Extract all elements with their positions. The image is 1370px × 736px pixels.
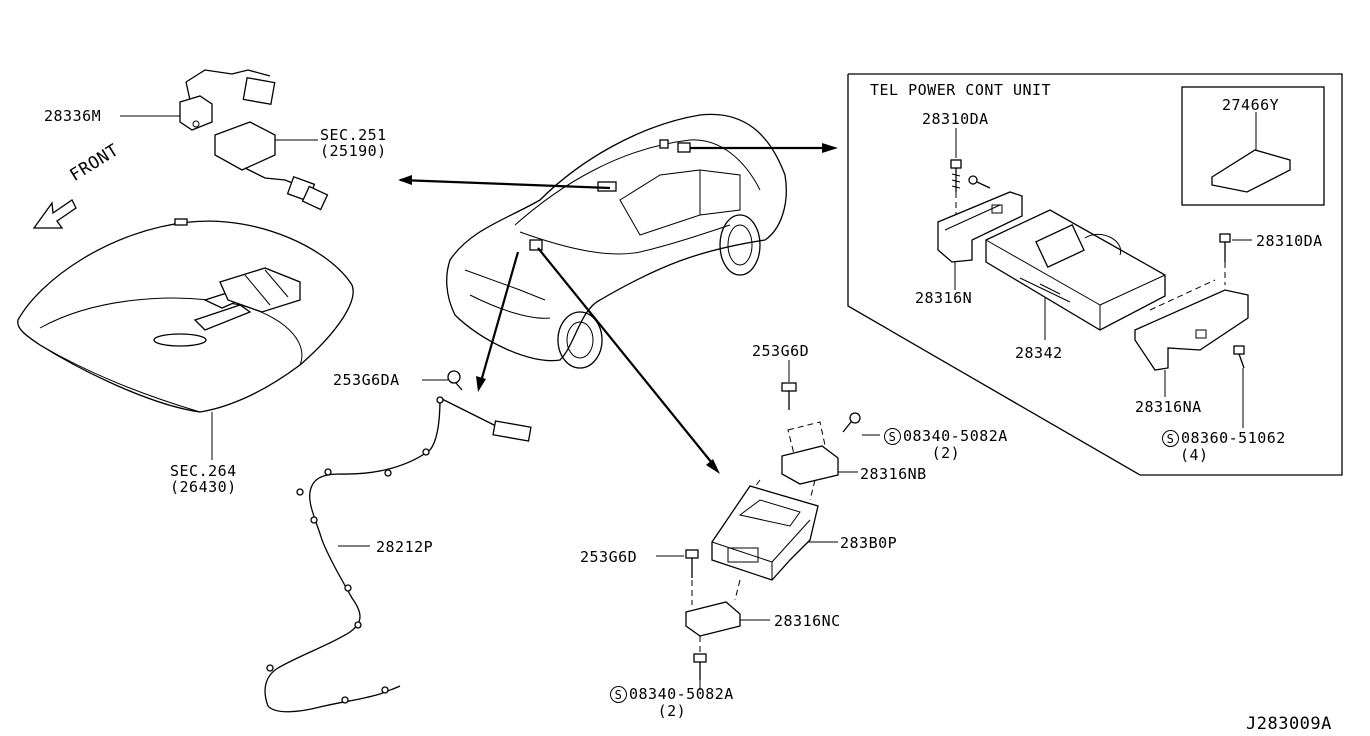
label-283b0p: 283B0P xyxy=(840,534,898,552)
sensor-sec251 xyxy=(214,121,329,211)
label-28342: 28342 xyxy=(1015,344,1063,362)
vehicle-outline xyxy=(446,113,787,369)
screw-small-icon xyxy=(968,175,991,189)
label-08360-text: 08360-51062 xyxy=(1181,429,1286,447)
label-sec264-text: SEC.264 xyxy=(170,462,237,480)
label-253g6da: 253G6DA xyxy=(333,371,400,389)
inset-27466y-box xyxy=(1181,86,1325,206)
screw-253g6d-bottom-icon xyxy=(685,549,699,578)
screw-08340-top-icon xyxy=(842,412,861,433)
label-253g6d-bottom: 253G6D xyxy=(580,548,638,566)
label-28310da-top: 28310DA xyxy=(922,110,989,128)
label-253g6d-top: 253G6D xyxy=(752,342,810,360)
label-sec251-text: SEC.251 xyxy=(320,126,387,144)
label-28310da-right: 28310DA xyxy=(1256,232,1323,250)
label-28316na: 28316NA xyxy=(1135,398,1202,416)
overhead-console-sec264 xyxy=(17,218,354,413)
screw-symbol-icon: S xyxy=(1162,430,1179,447)
front-arrow-icon xyxy=(32,199,77,229)
label-sec251: SEC.251 (25190) xyxy=(320,127,387,159)
screw-symbol-icon: S xyxy=(610,686,627,703)
bracket-28316nc xyxy=(685,601,741,637)
bracket-28316n xyxy=(937,191,1023,263)
label-sec264-sub: (26430) xyxy=(170,478,237,496)
screw-08340-bottom-icon xyxy=(693,653,707,680)
label-08340-top-text: 08340-5082A xyxy=(903,427,1008,445)
label-08340-top-qty: (2) xyxy=(931,444,961,462)
bracket-28316nb xyxy=(781,445,839,485)
label-28336m: 28336M xyxy=(44,107,102,125)
harness-28212p xyxy=(264,396,532,713)
label-08340-bottom-qty: (2) xyxy=(657,702,687,720)
tel-unit-callout-box xyxy=(847,73,1343,476)
screw-253g6d-top-icon xyxy=(781,382,797,410)
label-28316n: 28316N xyxy=(915,289,973,307)
screw-28310da-top-icon xyxy=(950,159,962,192)
screw-28310da-right-icon xyxy=(1219,233,1231,262)
clip-253g6da-icon xyxy=(447,370,463,391)
label-sec251-sub: (25190) xyxy=(320,142,387,160)
unit-28342 xyxy=(985,209,1166,331)
tel-unit-title: TEL POWER CONT UNIT xyxy=(870,81,1052,99)
label-28316nc: 28316NC xyxy=(774,612,841,630)
label-27466y: 27466Y xyxy=(1222,96,1280,114)
label-28212p: 28212P xyxy=(376,538,434,556)
label-28316nb: 28316NB xyxy=(860,465,927,483)
label-sec264: SEC.264 (26430) xyxy=(170,463,237,495)
bracket-28316na xyxy=(1134,289,1249,371)
label-08360-qty: (4) xyxy=(1180,446,1209,464)
part-27466y-pad xyxy=(1211,149,1291,193)
screw-08360-icon xyxy=(1233,345,1245,369)
sensor-28336m xyxy=(179,69,276,131)
screw-symbol-icon: S xyxy=(884,428,901,445)
diagram-id: J283009A xyxy=(1246,714,1332,734)
module-283b0p xyxy=(711,485,819,581)
label-08340-bottom-text: 08340-5082A xyxy=(629,685,734,703)
